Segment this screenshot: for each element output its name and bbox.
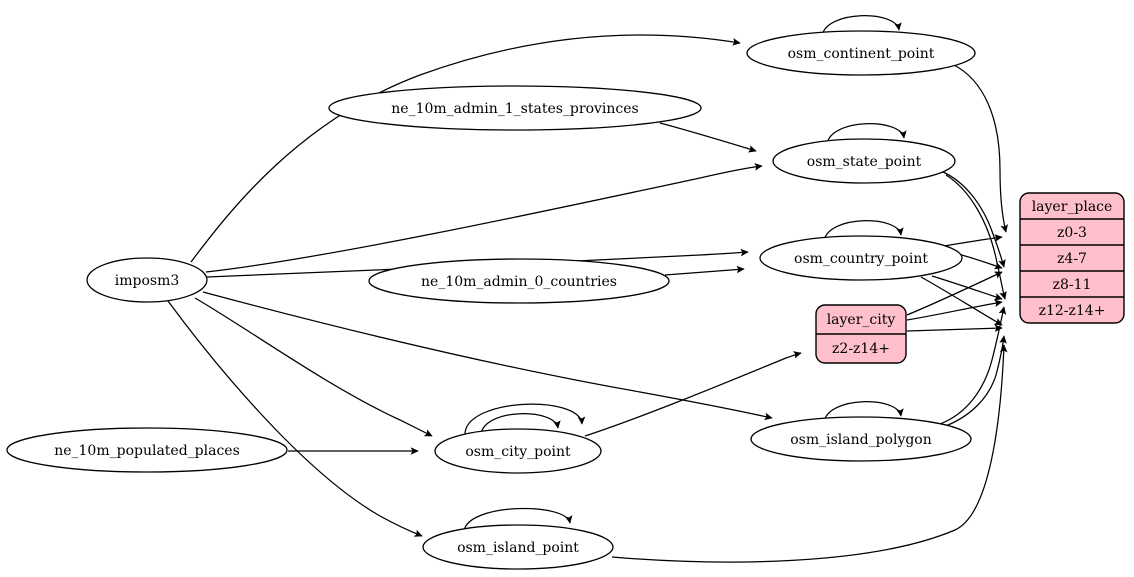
node-osm_island_polygon[interactable]: osm_island_polygon [750,416,972,462]
node-layer_place-shape[interactable] [1019,192,1125,324]
edge-layer_city-to-layer_place-z8-11 [906,299,1003,321]
edge-imposm3-to-osm_state_point [205,163,763,273]
node-layer_city[interactable]: layer_city z2-z14+ [815,304,907,364]
edge-imposm3-to-osm_city_point [194,297,433,437]
edge-osm_island_point-to-layer_place-z12-z14 [611,344,1008,563]
node-osm_state_point[interactable]: osm_state_point [772,138,956,184]
edge-osm_country_point-to-layer_place-z0-3 [943,234,1003,247]
node-osm_continent_point[interactable]: osm_continent_point [746,30,976,76]
edge-osm_continent_point-to-layer_place-z0-3 [951,63,1008,233]
edges-layer [167,15,1008,563]
node-osm_island_point[interactable]: osm_island_point [422,524,614,570]
node-osm_continent_point-shape[interactable] [746,30,976,76]
node-imposm3-shape[interactable] [86,257,208,303]
nodes-layer: imposm3 ne_10m_admin_1_states_provinces … [6,30,1125,570]
edge-self-osm_island_point [463,507,573,532]
edge-osm_state_point-to-layer_place-z8-11 [945,174,1007,300]
node-layer_place[interactable]: layer_place z0-3 z4-7 z8-11 z12-z14+ [1019,192,1125,324]
edge-ne_10m_admin_1_states_provinces-to-osm_state_point [659,122,757,153]
node-osm_state_point-shape[interactable] [772,138,956,184]
node-ne_10m_admin_0_countries-shape[interactable] [368,258,670,304]
node-ne_10m_populated_places-shape[interactable] [6,427,288,473]
edge-ne_10m_admin_0_countries-to-osm_country_point [664,265,745,276]
node-osm_city_point[interactable]: osm_city_point [434,428,602,474]
edge-osm_country_point-to-layer_place-z12-z14 [920,276,1003,326]
node-osm_island_polygon-shape[interactable] [750,416,972,462]
node-osm_city_point-shape[interactable] [434,428,602,474]
edge-osm_state_point-to-layer_place-z4-7 [942,171,1006,268]
node-ne_10m_admin_0_countries[interactable]: ne_10m_admin_0_countries [368,258,670,304]
edge-osm_island_polygon-to-layer_place-z8-11 [939,306,1007,425]
edge-imposm3-to-osm_continent_point [190,34,741,263]
edge-imposm3-to-osm_island_point [167,300,423,537]
node-ne_10m_populated_places[interactable]: ne_10m_populated_places [6,427,288,473]
edge-self-osm_state_point [826,123,907,145]
edge-imposm3-to-osm_island_polygon [202,291,773,421]
node-osm_country_point-shape[interactable] [759,235,963,281]
edge-layer_city-to-layer_place-z4-7 [906,271,1003,316]
node-ne_10m_admin_1_states_provinces-shape[interactable] [328,85,702,131]
edge-osm_city_point-to-layer_city-z2-z14 [584,351,802,437]
edge-self-osm_city_point [480,413,561,435]
edge-self-osm_country_point [823,220,904,242]
edge-layer_city-to-layer_place-z12-z14 [906,324,1003,333]
node-osm_country_point[interactable]: osm_country_point [759,235,963,281]
edge-osm_country_point-to-layer_place-z8-11 [931,275,1003,301]
node-osm_island_point-shape[interactable] [422,524,614,570]
edge-self-osm_continent_point [821,15,902,37]
edge-self-osm_city_point-outer [464,403,586,437]
node-imposm3[interactable]: imposm3 [86,257,208,303]
edge-self-osm_island_polygon [823,401,904,423]
node-ne_10m_admin_1_states_provinces[interactable]: ne_10m_admin_1_states_provinces [328,85,702,131]
